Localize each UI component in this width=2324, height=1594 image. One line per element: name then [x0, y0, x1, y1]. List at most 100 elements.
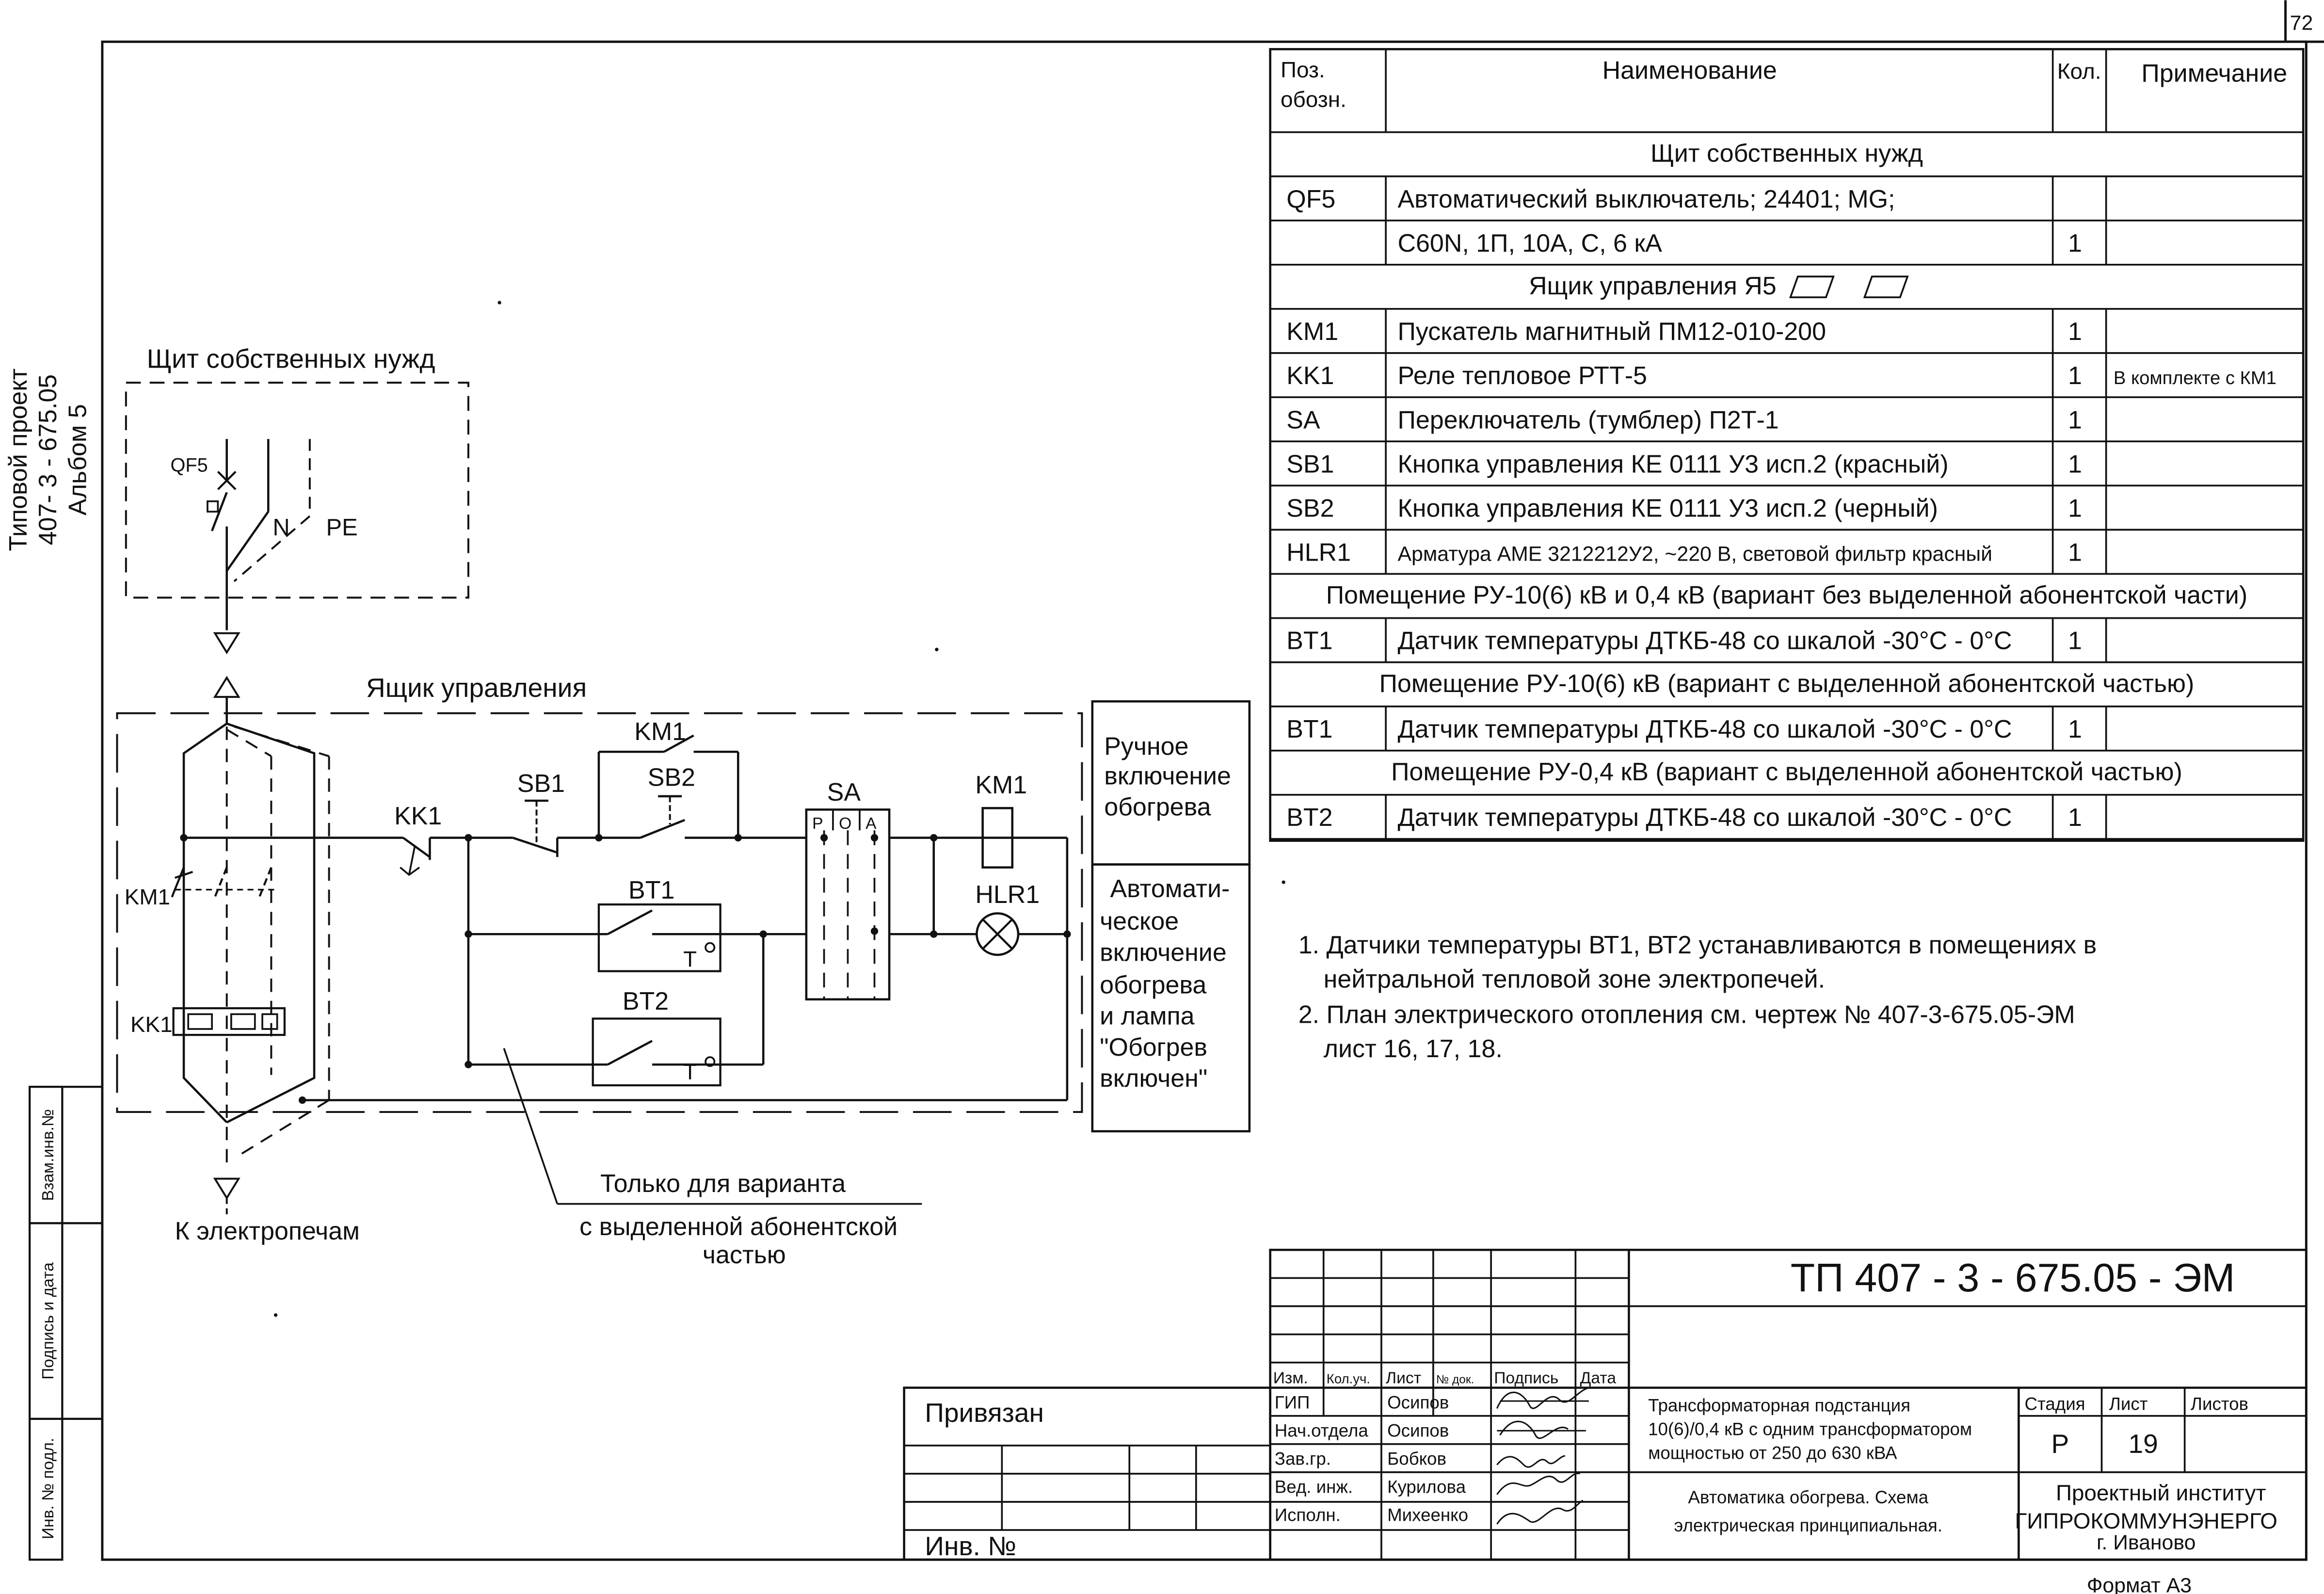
signature-5: [1496, 1499, 1584, 1525]
spec-section-title: Щит собственных нужд: [1651, 140, 1923, 168]
label-sb1: SB1: [517, 770, 565, 798]
spec-qty: 1: [2068, 450, 2082, 478]
note-line-1: Только для варианта: [600, 1170, 846, 1198]
spec-pos: BT2: [1286, 804, 1332, 832]
label-hlr1: HLR1: [975, 881, 1040, 909]
spec-qty: 1: [2068, 494, 2082, 522]
signature-4: [1496, 1472, 1580, 1495]
switchboard-title: Щит собственных нужд: [147, 344, 435, 374]
spec-qty: 1: [2068, 362, 2082, 390]
sheet-header: Лист: [2109, 1394, 2148, 1414]
note-1: 1. Датчики температуры ВТ1, ВТ2 устанавл…: [1298, 931, 2097, 959]
col-data: Дата: [1580, 1369, 1617, 1387]
mode-auto-7: включен": [1100, 1064, 1207, 1093]
col-podpis: Подпись: [1494, 1369, 1558, 1387]
inv-no-label: Инв. №: [925, 1531, 1016, 1561]
label-kk1-left: KK1: [130, 1012, 173, 1037]
stage-value: Р: [2052, 1429, 2069, 1459]
label-bt2: BT2: [623, 987, 669, 1015]
note-line-2: с выделенной абонентской: [579, 1213, 898, 1241]
mode-auto-5: и лампа: [1100, 1002, 1195, 1030]
signature-2: [1497, 1420, 1586, 1439]
spec-table: Поз. обозн. Наименование Кол. Примечание…: [1269, 48, 2305, 842]
control-box: Ящик управления KM1 KK1 К электропечам: [116, 673, 1083, 1269]
spec-section-title: Помещение РУ-10(6) кВ (вариант с выделен…: [1379, 670, 2195, 698]
spec-name: Арматура АМЕ 3212212У2, ~220 В, световой…: [1398, 543, 1992, 566]
spec-name: C60N, 1П, 10А, С, 6 кА: [1398, 229, 1663, 258]
sheets-header: Листов: [2191, 1394, 2248, 1414]
col-list: Лист: [1386, 1369, 1421, 1387]
spec-section-title: Ящик управления Я5: [1529, 272, 1777, 300]
spec-name: Кнопка управления КЕ 0111 У3 исп.2 (черн…: [1398, 494, 1938, 522]
stage-header: Стадия: [2025, 1394, 2085, 1414]
stamp-vzam-inv: Взам.инв.№: [39, 1109, 57, 1201]
mode-auto-3: включение: [1100, 938, 1227, 966]
revision-grid: Изм. Кол.уч. Лист № док. Подпись Дата ГИ…: [1270, 1250, 2307, 1560]
staff-name: Осипов: [1387, 1392, 1449, 1412]
label-sa: SA: [827, 778, 861, 806]
label-sb2: SB2: [648, 764, 695, 792]
spec-name: Датчик температуры ДТКБ-48 со шкалой -30…: [1398, 804, 2012, 832]
signature-1: [1496, 1387, 1589, 1409]
scan-dot: [1282, 880, 1285, 884]
spec-name: Автоматический выключатель; 24401; MG;: [1398, 185, 1895, 213]
spec-qty: 1: [2068, 715, 2082, 743]
org-line-1: Проектный институт: [2056, 1480, 2266, 1505]
scan-dot: [497, 301, 501, 305]
spec-qty: 1: [2068, 539, 2082, 567]
label-sa-a: A: [865, 815, 877, 833]
header-name: Наименование: [1603, 56, 1777, 84]
spec-pos: BT1: [1286, 715, 1332, 743]
label-km1-top: KM1: [634, 718, 686, 746]
spec-qty: 1: [2068, 229, 2082, 258]
scan-dot: [935, 647, 939, 652]
spec-name: Датчик температуры ДТКБ-48 со шкалой -30…: [1398, 715, 2012, 743]
switchboard-block: Щит собственных нужд QF5 N PE: [125, 344, 469, 724]
org-line-2: ГИПРОКОММУНЭНЕРГО: [2015, 1508, 2277, 1533]
label-bt1: BT1: [628, 876, 674, 904]
mode-manual-3: обогрева: [1104, 793, 1211, 821]
format-label: Формат А3: [2087, 1574, 2192, 1594]
spec-pos: QF5: [1286, 185, 1335, 213]
label-pe: PE: [326, 515, 357, 541]
mode-auto-4: обогрева: [1100, 971, 1206, 999]
stamp-podpis-data: Подпись и дата: [39, 1262, 57, 1380]
label-bt2-t: T: [683, 1059, 697, 1084]
label-sa-p: P: [812, 815, 823, 833]
spec-name: Датчик температуры ДТКБ-48 со шкалой -30…: [1398, 627, 2012, 655]
label-qf5: QF5: [171, 455, 208, 476]
spec-pos: KK1: [1286, 362, 1334, 390]
blank-field-box: [1863, 275, 1909, 298]
side-title-line-1: Типовой проект: [4, 369, 32, 551]
doc-code: ТП 407 - 3 - 675.05 - ЭМ: [1791, 1256, 2235, 1300]
spec-section-title: Помещение РУ-10(6) кВ и 0,4 кВ (вариант …: [1326, 581, 2247, 610]
note-2: 2. План электрического отопления см. чер…: [1298, 1001, 2075, 1029]
side-project-title: Типовой проект 407- 3 - 675.05 Альбом 5: [4, 369, 92, 551]
label-km1-coil: KM1: [975, 771, 1027, 799]
sheet-title-2: электрическая принципиальная.: [1674, 1515, 1942, 1535]
mode-manual-2: включение: [1104, 762, 1231, 790]
staff-name: Михеенко: [1387, 1505, 1468, 1525]
spec-qty: 1: [2068, 406, 2082, 434]
spec-section-title: Помещение РУ-0,4 кВ (вариант с выделенно…: [1391, 758, 2182, 786]
mode-manual-1: Ручное: [1104, 732, 1188, 760]
blank-field-box: [1789, 275, 1835, 298]
staff-role: Исполн.: [1275, 1505, 1341, 1525]
spec-pos: KM1: [1286, 318, 1338, 346]
spec-pos: HLR1: [1286, 539, 1351, 567]
stamp-inv-podl: Инв. № подл.: [39, 1438, 57, 1539]
page-number: 72: [2290, 12, 2313, 35]
side-title-line-2: 407- 3 - 675.05: [34, 374, 62, 545]
spec-pos: SB2: [1286, 494, 1334, 522]
org-line-3: г. Иваново: [2097, 1531, 2196, 1554]
staff-role: Нач.отдела: [1275, 1420, 1369, 1440]
label-sa-o: O: [839, 815, 851, 833]
spec-pos: SA: [1286, 406, 1320, 434]
mode-boxes: Ручное включение обогрева Автомати- ческ…: [1091, 700, 1251, 1133]
spec-pos: SB1: [1286, 450, 1334, 478]
side-title-line-3: Альбом 5: [64, 404, 92, 515]
note-line-3: частью: [703, 1241, 786, 1269]
control-box-title: Ящик управления: [366, 673, 587, 703]
label-bt1-t: T: [683, 946, 697, 971]
